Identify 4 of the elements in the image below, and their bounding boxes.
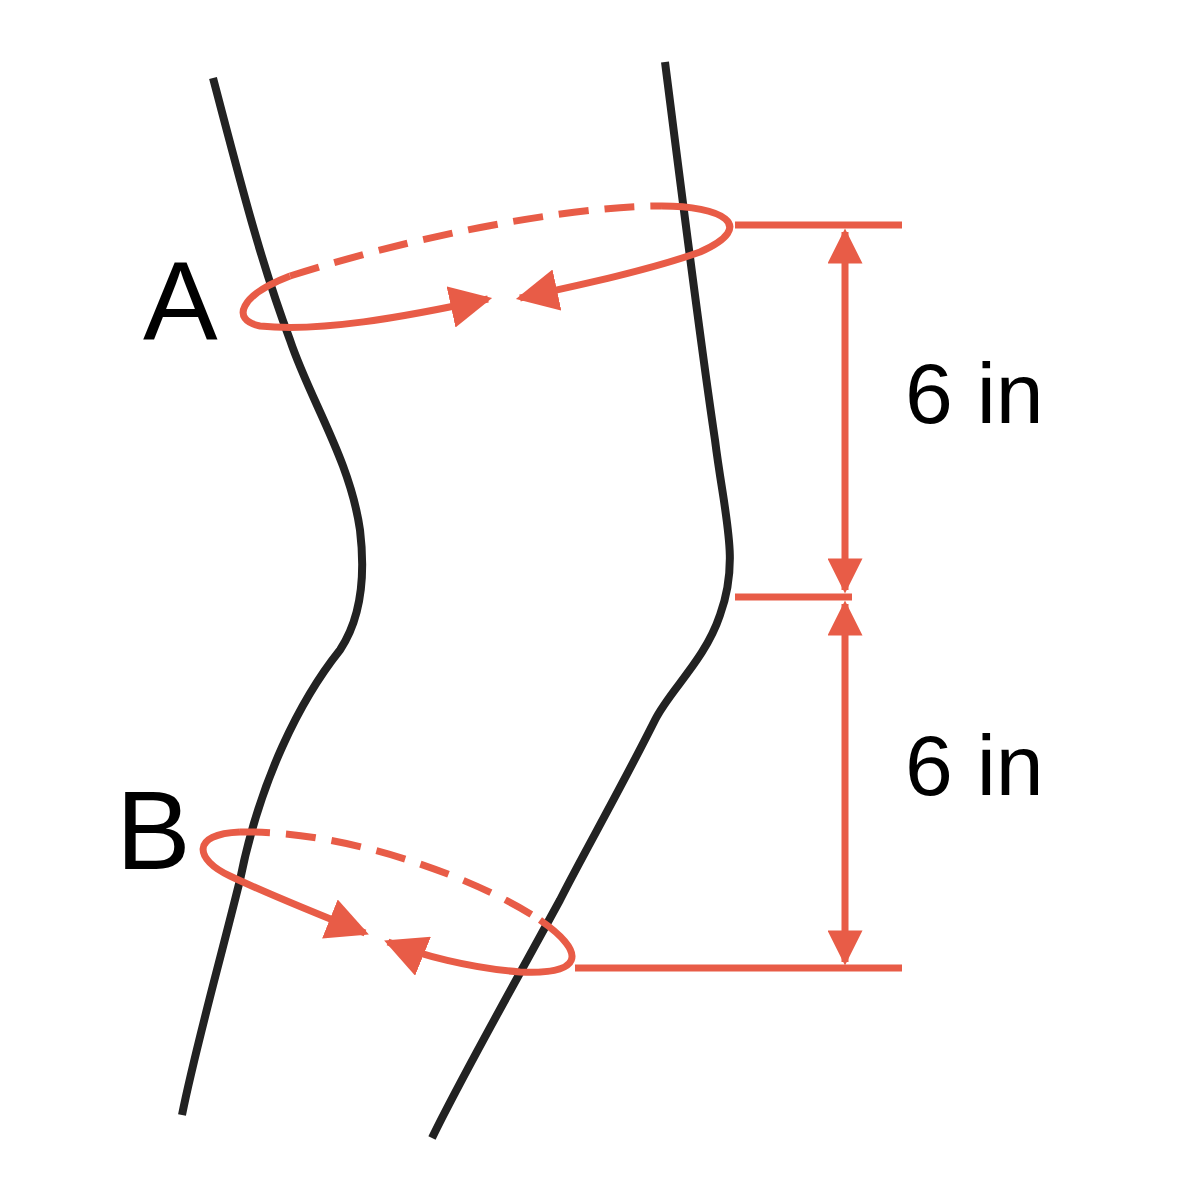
point-label: A	[143, 245, 218, 357]
dimension-label: 6 in	[905, 722, 1044, 808]
dimension-label: 6 in	[905, 350, 1044, 436]
point-label: B	[116, 775, 191, 887]
